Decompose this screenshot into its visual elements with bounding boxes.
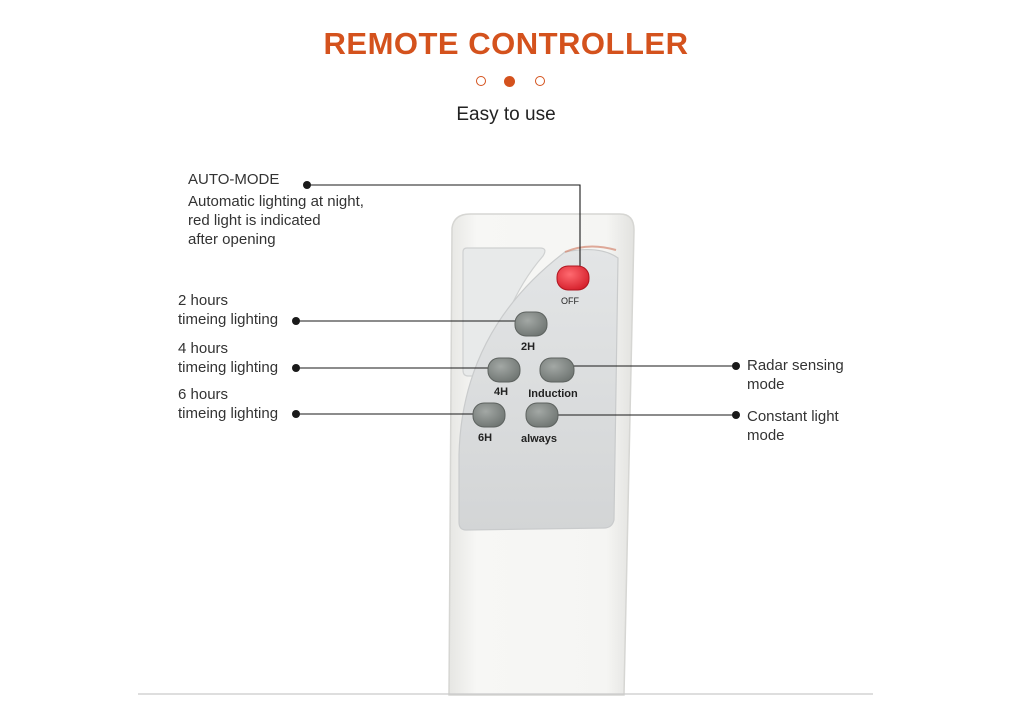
callout-dot: [292, 364, 300, 372]
induction-button[interactable]: [539, 357, 575, 383]
always-button-label: always: [521, 433, 557, 445]
constant-callout: Constant light mode: [747, 407, 839, 445]
dot-indicator: [476, 76, 486, 86]
callout-dot: [292, 410, 300, 418]
two-hours-line: 2 hours: [178, 292, 229, 309]
six-hours-line: timeing lighting: [178, 405, 279, 422]
six-hours-line: 6 hours: [178, 386, 229, 403]
constant-line: mode: [747, 427, 785, 444]
always-button[interactable]: [525, 402, 559, 428]
four-hours-line: timeing lighting: [178, 359, 279, 376]
auto-mode-callout: AUTO-MODE Automatic lighting at night, r…: [188, 170, 364, 249]
off-button-label: OFF: [561, 296, 579, 306]
four-hours-callout: 4 hours timeing lighting: [178, 339, 278, 377]
2h-button-label: 2H: [521, 341, 535, 353]
auto-mode-line: Automatic lighting at night,: [188, 193, 364, 210]
four-hours-line: 4 hours: [178, 340, 229, 357]
dot-indicator-active: [504, 75, 515, 87]
off-button[interactable]: [556, 265, 590, 291]
two-hours-line: timeing lighting: [178, 311, 279, 328]
callout-dot: [303, 181, 311, 189]
4h-button-label: 4H: [494, 386, 508, 398]
6h-button[interactable]: [472, 402, 506, 428]
radar-callout: Radar sensing mode: [747, 356, 844, 394]
4h-button[interactable]: [487, 357, 521, 383]
auto-mode-line: after opening: [188, 231, 276, 248]
carousel-dots: [472, 75, 548, 88]
callout-dot: [732, 362, 740, 370]
constant-line: Constant light: [747, 408, 839, 425]
induction-button-label: Induction: [528, 388, 578, 400]
callout-dot: [292, 317, 300, 325]
auto-mode-heading: AUTO-MODE: [188, 171, 280, 188]
two-hours-callout: 2 hours timeing lighting: [178, 291, 278, 329]
radar-line: Radar sensing: [747, 357, 844, 374]
radar-line: mode: [747, 376, 785, 393]
callout-dot: [732, 411, 740, 419]
page-title: REMOTE CONTROLLER: [323, 26, 689, 61]
dot-indicator: [535, 76, 545, 86]
page-subtitle: Easy to use: [456, 104, 556, 125]
six-hours-callout: 6 hours timeing lighting: [178, 385, 278, 423]
auto-mode-line: red light is indicated: [188, 212, 321, 229]
6h-button-label: 6H: [478, 432, 492, 444]
remote-panel: [458, 248, 619, 531]
2h-button[interactable]: [514, 311, 548, 337]
